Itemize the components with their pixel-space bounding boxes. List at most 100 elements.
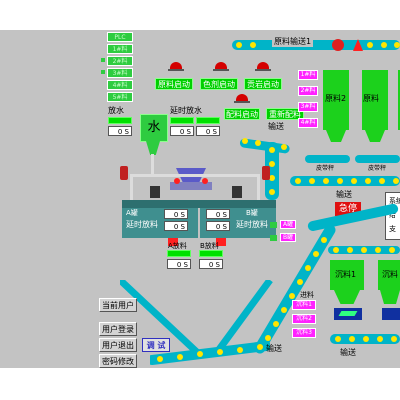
water-pipe: [151, 154, 154, 174]
batch-start-button[interactable]: 配料启动: [224, 108, 260, 120]
settle-3-button[interactable]: 沉料3: [292, 328, 316, 338]
hmi-screen: PLC 1#料 2#料 3#料 4#料 5#料 原料启动 色剂启动 贡岩启动 配…: [0, 30, 400, 368]
belt-scale-2-label: 皮带秤: [368, 165, 387, 172]
coarse-start-button[interactable]: 贡岩启动: [244, 78, 282, 90]
plc-button[interactable]: PLC: [107, 32, 133, 42]
indicator-dot: [270, 222, 277, 228]
feed-text: 给: [389, 211, 396, 219]
delay-value[interactable]: 0 S: [170, 126, 194, 136]
system-text: 系统: [389, 197, 400, 205]
belt-scale-1-label: 皮带秤: [316, 165, 335, 172]
warning-icon: [353, 39, 363, 51]
raw-silo-3: [362, 70, 388, 130]
tag-1-button[interactable]: 1#料: [298, 70, 318, 80]
conveyor-c-label: 输送: [266, 344, 282, 353]
b-discharge-bar: [199, 250, 223, 257]
a-discharge-value-1[interactable]: 0 S: [167, 259, 191, 269]
water-tank: 水: [140, 114, 168, 142]
delay-discharge-label: 延时放水: [170, 106, 202, 115]
raw-conveyor-belt: [232, 40, 400, 50]
weigher-1-indicator: [338, 311, 358, 316]
b-tank-tag[interactable]: B罐: [280, 233, 296, 242]
material-5-button[interactable]: 5#料: [107, 92, 133, 102]
conveyor-b-belt: [290, 176, 400, 186]
raw-conveyor-label: 原料输送1: [272, 37, 314, 47]
raw-silo-2-outlet: [326, 130, 346, 142]
raw-conveyor-rollers: [236, 42, 400, 48]
alarm-lamp-icon: [255, 62, 271, 71]
alarm-lamp-icon: [234, 94, 250, 103]
login-button[interactable]: 用户登录: [99, 322, 137, 336]
settle-silo-1-label: 沉料1: [335, 270, 357, 279]
tank-b-value-2[interactable]: 0 S: [206, 221, 230, 231]
mixer-motor-b-icon: [232, 186, 242, 198]
b-discharge-value-1[interactable]: 0 S: [199, 259, 223, 269]
settle-2-button[interactable]: 沉料2: [292, 314, 316, 324]
bottom-funnel: [120, 280, 273, 358]
material-1-button[interactable]: 1#料: [107, 44, 133, 54]
discharge-bar: [108, 117, 132, 124]
tank-a-value-2[interactable]: 0 S: [164, 221, 188, 231]
hopper-frame: [170, 182, 212, 190]
conveyor-d-rollers: [335, 336, 397, 342]
discharge-value[interactable]: 0 S: [108, 126, 132, 136]
raw-start-button[interactable]: 原料启动: [155, 78, 193, 90]
valve-icon: [202, 178, 208, 184]
raw-silo-2-label: 原料2: [325, 94, 347, 103]
settle-silo-2-label: 沉料: [382, 270, 398, 279]
tank-a-label: A罐: [126, 209, 138, 217]
tank-b-outlet-valve[interactable]: [216, 238, 226, 246]
tag-3-button[interactable]: 3#料: [298, 102, 318, 112]
a-discharge-bar: [167, 250, 191, 257]
raw-silo-3-label: 原料: [363, 94, 379, 103]
tank-a-outlet-valve[interactable]: [168, 238, 178, 246]
raw-silo-2: [323, 70, 349, 130]
pipe-horizontal: [130, 174, 260, 177]
conveyor-a-label: 输送: [268, 122, 284, 131]
a-discharge-label: A放料: [168, 242, 187, 250]
belt-scale-1: [305, 155, 350, 163]
conveyor-d-label: 输送: [340, 348, 356, 357]
change-password-button[interactable]: 密码修改: [99, 354, 137, 368]
material-4-button[interactable]: 4#料: [107, 80, 133, 90]
vertical-conveyor-rollers: [269, 147, 275, 195]
tank-b-value-1[interactable]: 0 S: [206, 209, 230, 219]
logout-button[interactable]: 用户退出: [99, 338, 137, 352]
pipe-left: [130, 174, 133, 214]
current-user-button[interactable]: 当前用户: [99, 298, 137, 312]
pump-icon: [262, 166, 270, 180]
valve-icon: [174, 178, 180, 184]
conveyor-b-rollers: [295, 178, 399, 184]
settle-1-button[interactable]: 沉料1: [292, 300, 316, 310]
color-start-button[interactable]: 色剂启动: [200, 78, 238, 90]
feeding-label: 进料: [300, 291, 314, 299]
delay-bar: [170, 117, 194, 124]
settle-silo-1: [330, 260, 364, 290]
discharge-label: 放水: [108, 106, 124, 115]
water-tank-outlet: [146, 141, 160, 155]
bottom-conveyor: [150, 341, 270, 365]
tank-a-value-1[interactable]: 0 S: [164, 209, 188, 219]
settle-silo-1-outlet: [334, 290, 360, 304]
debug-button[interactable]: 调 试: [142, 338, 170, 352]
indicator-dot: [101, 58, 105, 62]
mixer-motor-a-icon: [150, 186, 160, 198]
rebatch-button[interactable]: 重新配料: [266, 108, 304, 120]
raw-silo-edge: [398, 70, 400, 130]
vertical-conveyor: [265, 142, 279, 200]
b-discharge-label: B放料: [200, 242, 219, 250]
tank-b-label: B罐: [246, 209, 258, 217]
indicator-dot: [270, 235, 277, 241]
tank-top-frame: [122, 200, 276, 208]
support-text: 支: [389, 225, 396, 233]
material-3-button[interactable]: 3#料: [107, 68, 133, 78]
material-2-button[interactable]: 2#料: [107, 56, 133, 66]
tank-b-delay-label: 延时放料: [236, 220, 268, 229]
tag-2-button[interactable]: 2#料: [298, 86, 318, 96]
tag-4-button[interactable]: 4#料: [298, 118, 318, 128]
delay-unit[interactable]: 0 S: [196, 126, 220, 136]
a-tank-tag[interactable]: A罐: [280, 220, 296, 229]
motor-icon: [332, 39, 344, 51]
conveyor-b-label: 输送: [336, 190, 352, 199]
delay-bar-2: [196, 117, 220, 124]
